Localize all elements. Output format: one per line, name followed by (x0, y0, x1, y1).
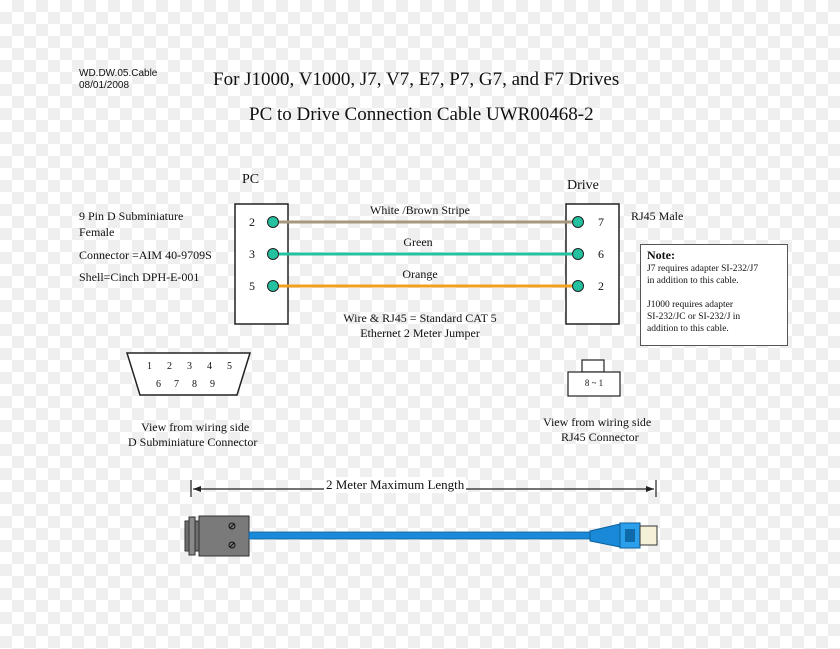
pc-connector-part: Connector =AIM 40-9709S (79, 248, 212, 262)
document-date: 08/01/2008 (79, 80, 130, 91)
pc-desc-line-2: Female (79, 225, 115, 239)
drive-label: Drive (567, 178, 599, 193)
length-label: 2 Meter Maximum Length (324, 477, 467, 493)
note-title: Note: (647, 248, 675, 262)
drive-pin-dot (572, 216, 584, 228)
title-line-1: For J1000, V1000, J7, V7, E7, P7, G7, an… (213, 69, 620, 90)
note-line: SI-232/JC or SI-232/J in (647, 312, 741, 322)
rj45-tab-shape (581, 359, 605, 373)
pc-pin-dot (267, 248, 279, 260)
pc-connector-box (234, 203, 289, 325)
drive-pin-number: 2 (598, 279, 604, 293)
drive-pin-number: 7 (598, 215, 604, 229)
drive-connector-type: RJ45 Male (631, 209, 684, 223)
pc-shell-part: Shell=Cinch DPH-E-001 (79, 270, 200, 284)
rj45-body-shape (567, 371, 621, 397)
note-line: J1000 requires adapter (647, 300, 733, 310)
pc-pin-number: 3 (249, 247, 255, 261)
pc-label: PC (242, 172, 260, 187)
dsub-caption-line-2: D Subminiature Connector (128, 435, 258, 449)
drive-pin-number: 6 (598, 247, 604, 261)
rj45-pin-range: 8 ~ 1 (584, 378, 604, 388)
wire-label-green: Green (403, 235, 433, 249)
drive-pin-dot (572, 280, 584, 292)
title-line-2: PC to Drive Connection Cable UWR00468-2 (249, 104, 594, 125)
wire-spec-line-2: Ethernet 2 Meter Jumper (360, 326, 480, 340)
drive-pin-dot (572, 248, 584, 260)
rj45-caption-line-2: RJ45 Connector (561, 430, 639, 444)
pc-pin-number: 5 (249, 279, 255, 293)
dsub-connector-shape (125, 352, 252, 396)
wire-label-white-brown: White /Brown Stripe (370, 203, 470, 217)
cable-illustration (184, 515, 658, 557)
note-box: Note: J7 requires adapter SI-232/J7 in a… (640, 244, 788, 346)
note-line: in addition to this cable. (647, 276, 739, 286)
pc-pin-dot (267, 216, 279, 228)
dsub-caption-line-1: View from wiring side (141, 420, 250, 434)
pc-pin-dot (267, 280, 279, 292)
rj45-caption-line-1: View from wiring side (543, 415, 652, 429)
pc-pin-number: 2 (249, 215, 255, 229)
note-line: addition to this cable. (647, 324, 729, 334)
wire-spec-line-1: Wire & RJ45 = Standard CAT 5 (343, 311, 497, 325)
wire-label-orange: Orange (402, 267, 438, 281)
note-line: J7 requires adapter SI-232/J7 (647, 264, 759, 274)
document-code: WD.DW.05.Cable (79, 68, 158, 79)
pc-desc-line-1: 9 Pin D Subminiature (79, 209, 184, 223)
